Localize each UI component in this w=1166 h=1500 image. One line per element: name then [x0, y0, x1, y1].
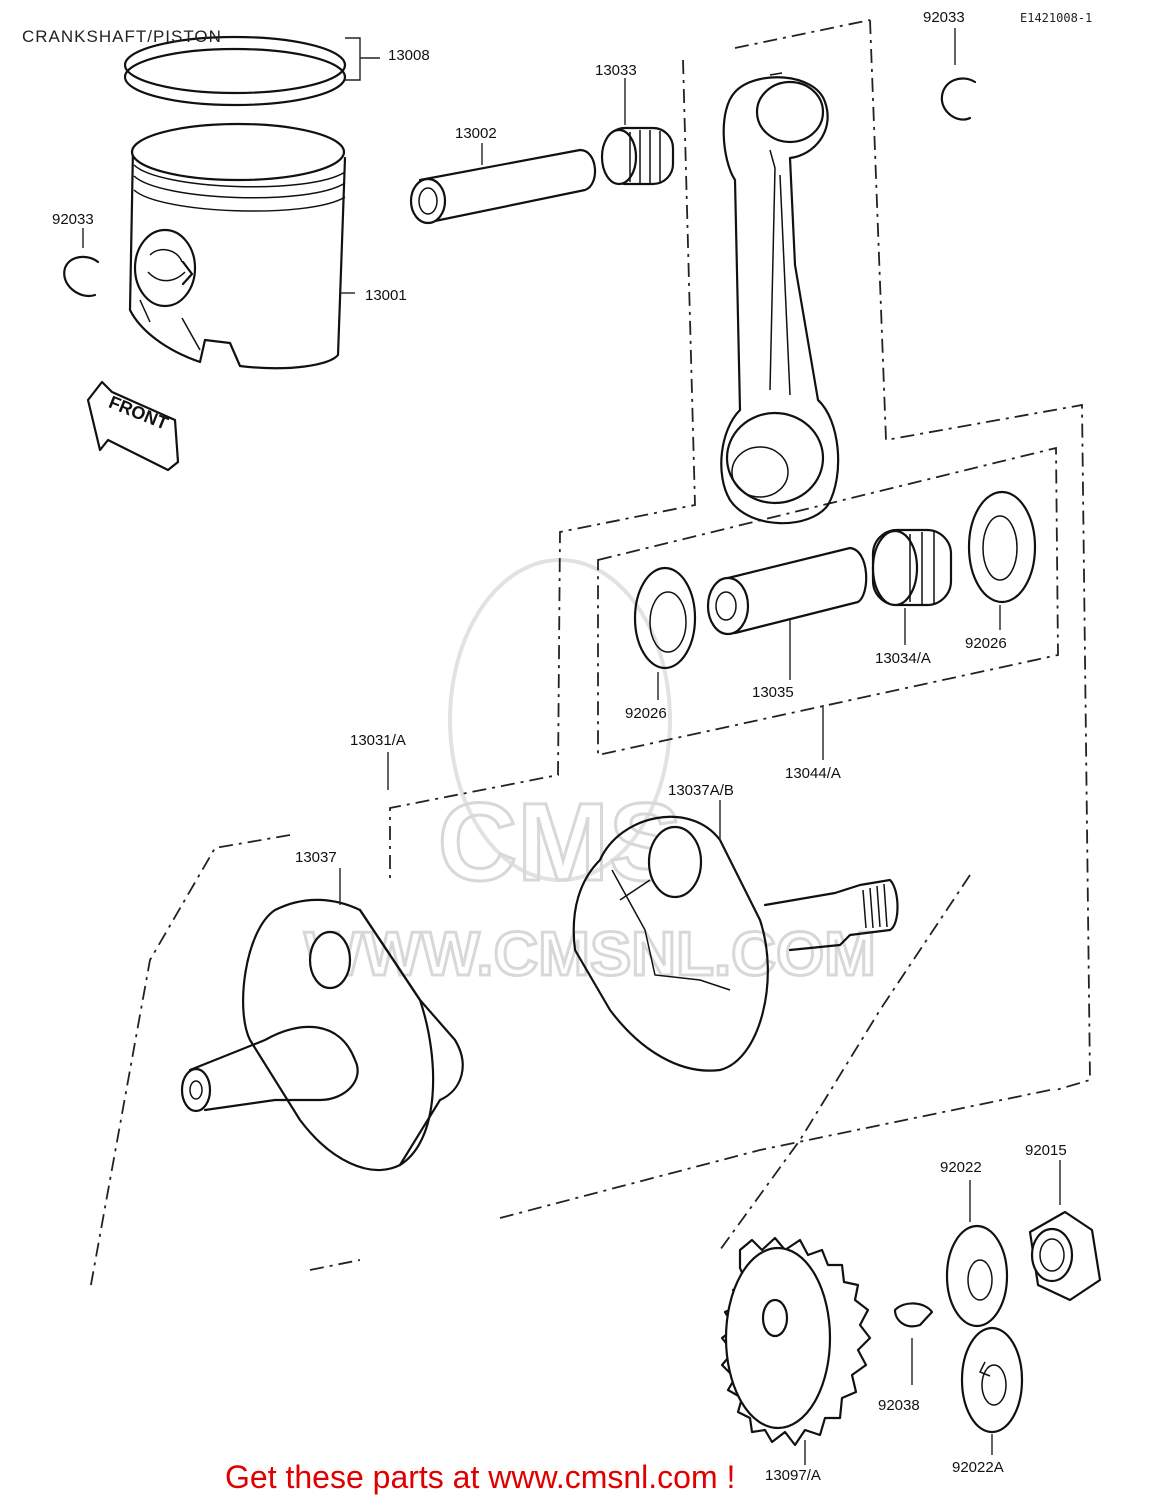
label-92033-left: 92033: [52, 211, 94, 228]
label-92022a: 92022A: [952, 1459, 1004, 1476]
front-label: FRONT: [106, 392, 171, 434]
piston: [128, 122, 355, 370]
label-92022: 92022: [940, 1159, 982, 1176]
connecting-rod: [720, 72, 840, 525]
diagram-title: CRANKSHAFT/PISTON: [22, 27, 222, 46]
label-92038: 92038: [878, 1397, 920, 1414]
label-92026-left: 92026: [625, 705, 667, 722]
label-13044a: 13044/A: [785, 765, 841, 782]
label-13037: 13037: [295, 849, 337, 866]
label-13031a: 13031/A: [350, 732, 406, 749]
label-92033-right: 92033: [923, 9, 965, 26]
watermark-brand: CMS: [438, 781, 682, 904]
assembly-boundaries: [89, 19, 1091, 1291]
circlip-left: [63, 228, 100, 298]
label-13097a: 13097/A: [765, 1467, 821, 1484]
hex-nut: [1028, 1160, 1102, 1302]
piston-ring: [123, 35, 380, 107]
label-92026-right: 92026: [965, 635, 1007, 652]
label-13035: 13035: [752, 684, 794, 701]
label-13037ab: 13037A/B: [668, 782, 734, 799]
woodruff-key: [893, 1302, 934, 1385]
crank-half-left: [180, 868, 464, 1172]
footer-link[interactable]: Get these parts at www.cmsnl.com !: [225, 1459, 735, 1495]
rod-kit-parts: [633, 490, 1037, 700]
label-92015: 92015: [1025, 1142, 1067, 1159]
watermark-url: WWW.CMSNL.COM: [304, 920, 876, 989]
small-end-bearing: [600, 78, 675, 186]
washer: [945, 1180, 1009, 1328]
circlip-right: [940, 28, 977, 121]
part-labels: 13008 13001 13002 13033 92033 92033 1303…: [52, 9, 1067, 1484]
label-13034a: 13034/A: [875, 650, 931, 667]
front-arrow: FRONT: [86, 380, 180, 472]
gear: [720, 1236, 872, 1465]
label-13033: 13033: [595, 62, 637, 79]
label-13002: 13002: [455, 125, 497, 142]
label-13001: 13001: [365, 287, 407, 304]
piston-pin: [409, 143, 597, 225]
diagram-code: E1421008-1: [1020, 11, 1092, 25]
label-13008: 13008: [388, 47, 430, 64]
lock-washer: [960, 1326, 1024, 1455]
crank-half-right: [572, 800, 899, 1072]
